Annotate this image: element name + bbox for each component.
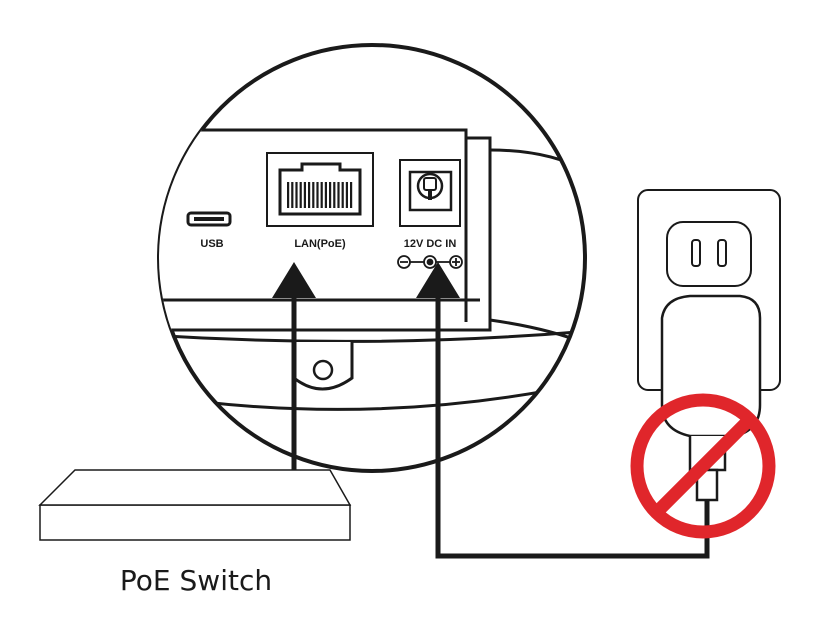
magnified-view: USB LAN(PoE) 12V DC IN [157, 43, 587, 473]
dc-label: 12V DC IN [404, 238, 457, 250]
poe-switch [38, 469, 352, 541]
lan-cable-arrow [272, 262, 316, 470]
no-symbol-icon [630, 393, 776, 539]
usb-port [186, 211, 232, 227]
lan-label: LAN(PoE) [294, 238, 346, 250]
usb-label: USB [200, 238, 223, 250]
polarity-symbol [397, 255, 463, 269]
lan-port [266, 152, 374, 227]
poe-switch-label: PoE Switch [120, 564, 272, 597]
mounting-tab [292, 342, 354, 391]
lan-pins [287, 182, 353, 208]
screw-icon [312, 359, 334, 381]
dc-jack [399, 159, 461, 227]
